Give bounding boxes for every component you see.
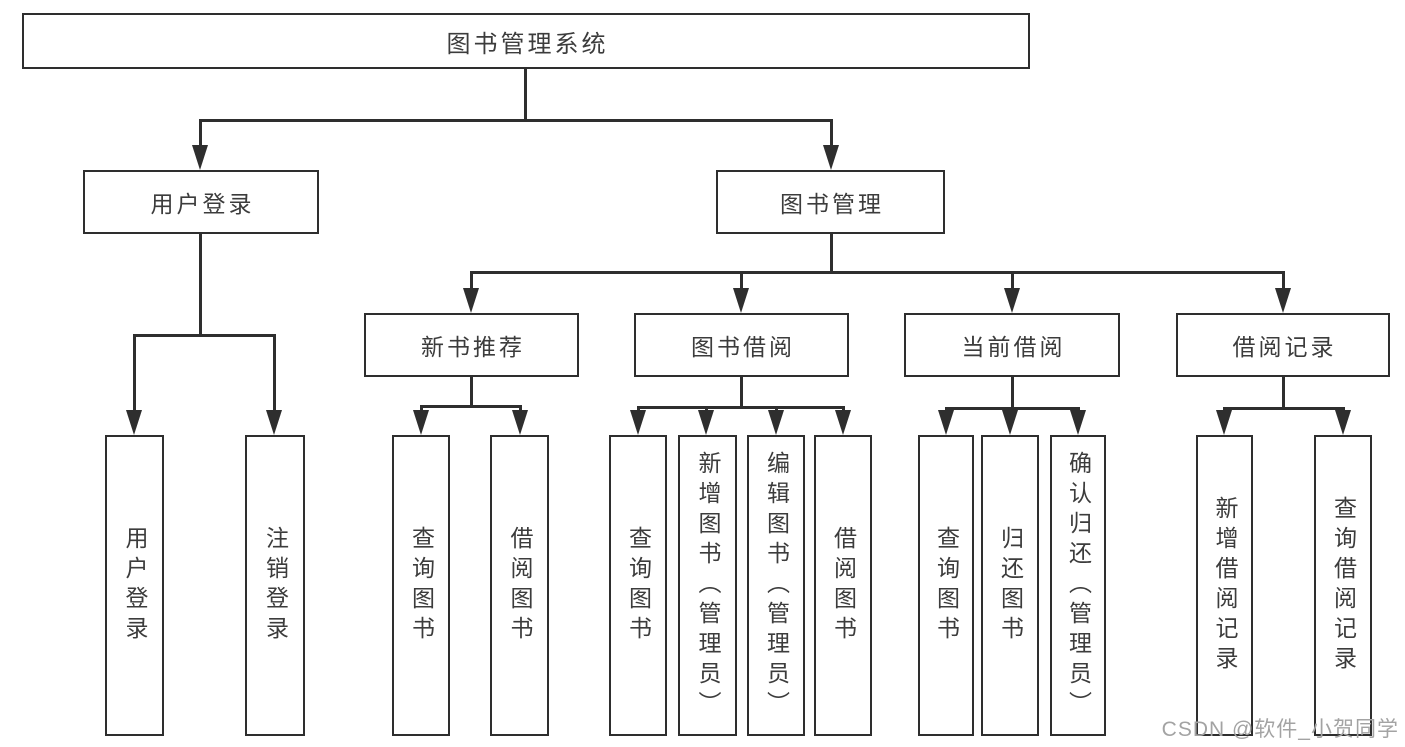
edge-to-user-login (198, 120, 202, 152)
edge-new-book-rec-stem (469, 377, 473, 407)
node-new-book-recommendation: 新书推荐 (364, 313, 579, 377)
edge-new-book-rec-split (419, 405, 522, 408)
leaf-bb-add-books-admin-label: 新增图书（管理员） (695, 450, 721, 721)
edge-book-borrow-split (636, 405, 845, 409)
arrow-new-book-rec (462, 288, 479, 313)
node-book-management: 图书管理 (716, 170, 945, 234)
leaf-cb-confirm-return-admin-label: 确认归还（管理员） (1065, 450, 1092, 721)
leaf-cb-return-books: 归还图书 (981, 435, 1039, 736)
arrow-cb-query (937, 410, 954, 435)
leaf-bb-edit-books-admin: 编辑图书（管理员） (747, 435, 805, 736)
arrow-borrow-record (1274, 288, 1291, 313)
edge-to-leaf-login (132, 335, 136, 415)
node-user-login-label: 用户登录 (150, 191, 255, 217)
edge-current-borrow-stem (1010, 377, 1014, 409)
edge-user-login-split (132, 333, 276, 337)
csdn-watermark: CSDN @软件_小贺同学 (1161, 718, 1399, 741)
leaf-cb-return-books-label: 归还图书 (997, 525, 1024, 646)
node-book-management-label: 图书管理 (780, 191, 884, 217)
node-borrowing-records: 借阅记录 (1176, 313, 1390, 377)
edge-book-mgmt-split (469, 270, 1285, 274)
edge-to-leaf-logout (272, 335, 276, 415)
leaf-nb-query-books-label: 查询图书 (408, 525, 435, 646)
edge-current-borrow-split (944, 406, 1080, 410)
edge-root-stem (523, 69, 527, 120)
arrow-bb-borrow (834, 410, 851, 435)
edge-user-login-stem (198, 234, 202, 335)
leaf-cb-confirm-return-admin: 确认归还（管理员） (1050, 435, 1106, 736)
arrow-current-borrow (1003, 288, 1020, 313)
node-library-system: 图书管理系统 (22, 13, 1030, 69)
arrow-book-borrow (732, 288, 749, 313)
node-borrowing-records-label: 借阅记录 (1232, 334, 1337, 360)
edge-root-split (198, 118, 833, 122)
arrow-book-mgmt (822, 145, 839, 170)
arrow-leaf-login (125, 410, 142, 435)
node-new-book-recommendation-label: 新书推荐 (421, 334, 525, 360)
arrow-br-add (1215, 410, 1232, 435)
leaf-bb-query-books-label: 查询图书 (625, 525, 652, 646)
node-book-borrowing-label: 图书借阅 (691, 334, 795, 360)
node-current-borrowing-label: 当前借阅 (961, 334, 1066, 360)
node-user-login: 用户登录 (83, 170, 319, 234)
leaf-nb-borrow-books: 借阅图书 (490, 435, 549, 736)
leaf-cb-query-books: 查询图书 (918, 435, 974, 736)
leaf-bb-edit-books-admin-label: 编辑图书（管理员） (763, 450, 790, 721)
leaf-logout: 注销登录 (245, 435, 305, 736)
edge-borrow-record-stem (1281, 377, 1285, 409)
arrow-nb-borrow (511, 410, 528, 435)
leaf-bb-query-books: 查询图书 (609, 435, 667, 736)
leaf-user-login: 用户登录 (105, 435, 164, 736)
leaf-nb-borrow-books-label: 借阅图书 (507, 525, 533, 646)
edge-borrow-record-split (1222, 406, 1343, 410)
leaf-br-add-record-label: 新增借阅记录 (1212, 495, 1238, 676)
arrow-cb-return (1001, 410, 1018, 435)
edge-to-book-borrow (739, 272, 743, 292)
leaf-br-add-record: 新增借阅记录 (1196, 435, 1253, 736)
edge-to-book-mgmt (829, 120, 833, 152)
arrow-bb-query (629, 410, 646, 435)
edge-to-current-borrow (1010, 272, 1014, 292)
leaf-br-query-record-label: 查询借阅记录 (1330, 495, 1357, 676)
arrow-nb-query (412, 410, 429, 435)
leaf-bb-borrow-books: 借阅图书 (814, 435, 872, 736)
leaf-cb-query-books-label: 查询图书 (933, 525, 960, 646)
leaf-user-login-label: 用户登录 (122, 525, 148, 646)
leaf-logout-label: 注销登录 (262, 525, 289, 646)
leaf-nb-query-books: 查询图书 (392, 435, 450, 736)
edge-book-mgmt-stem (829, 234, 833, 272)
leaf-bb-add-books-admin: 新增图书（管理员） (678, 435, 737, 736)
leaf-bb-borrow-books-label: 借阅图书 (830, 525, 857, 646)
edge-book-borrow-stem (739, 377, 743, 408)
arrow-user-login (191, 145, 208, 170)
node-book-borrowing: 图书借阅 (634, 313, 849, 377)
arrow-bb-edit (767, 410, 784, 435)
arrow-cb-confirm (1069, 410, 1086, 435)
arrow-br-query (1334, 410, 1351, 435)
arrow-leaf-logout (265, 410, 282, 435)
node-current-borrowing: 当前借阅 (904, 313, 1120, 377)
leaf-br-query-record: 查询借阅记录 (1314, 435, 1372, 736)
edge-to-new-book-rec (469, 272, 473, 292)
node-library-system-label: 图书管理系统 (446, 30, 609, 58)
arrow-bb-add (697, 410, 714, 435)
edge-to-borrow-record (1281, 272, 1285, 292)
